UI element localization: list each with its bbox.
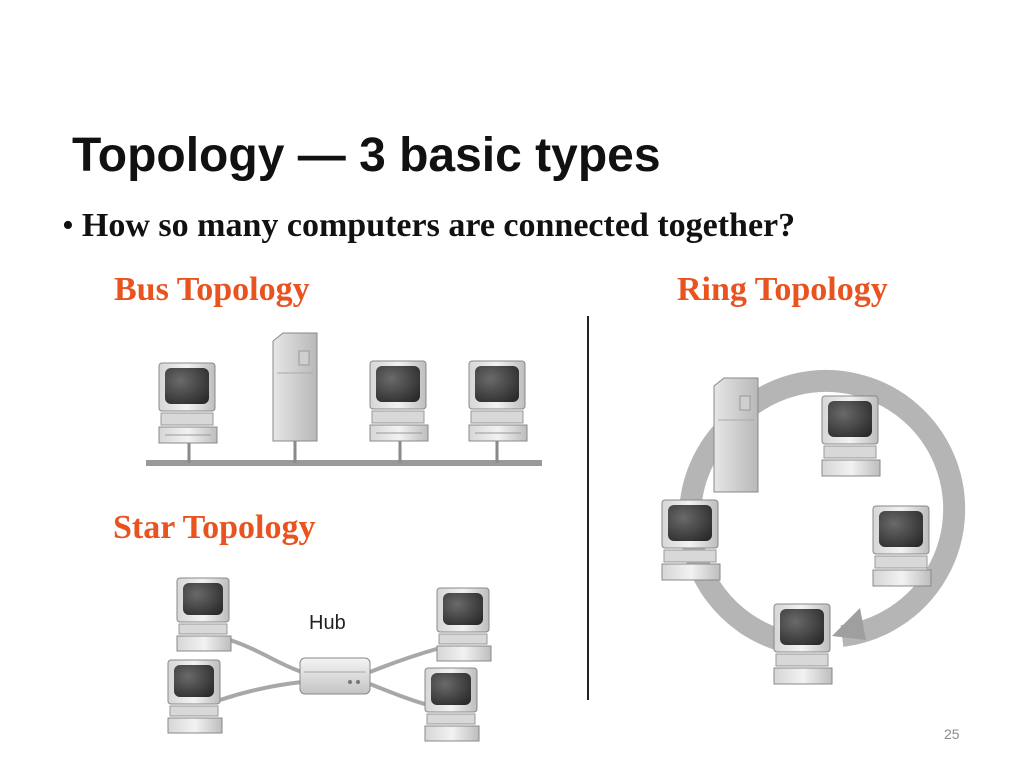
- bus-topology-diagram: [146, 332, 542, 466]
- server-tower-icon: [713, 377, 759, 493]
- slide-title: Topology — 3 basic types: [72, 129, 661, 182]
- star-link-cable: [219, 680, 303, 702]
- computer-icon: [661, 499, 721, 581]
- ring-direction-arrow-icon: [832, 608, 866, 640]
- computer-icon: [436, 587, 492, 662]
- server-tower-icon: [272, 332, 318, 442]
- hub-device-icon: [299, 657, 371, 695]
- ring-topology-heading: Ring Topology: [677, 271, 888, 308]
- computer-icon: [167, 659, 223, 734]
- star-link-cable: [369, 646, 441, 674]
- star-link-cable: [369, 682, 429, 707]
- bus-topology-heading: Bus Topology: [114, 271, 310, 308]
- computer-icon: [158, 362, 218, 444]
- computer-icon: [369, 360, 429, 442]
- computer-icon: [424, 667, 480, 742]
- hub-label: Hub: [309, 612, 346, 634]
- star-link-cable: [229, 638, 303, 674]
- page-number: 25: [944, 726, 960, 742]
- ring-topology-diagram: [661, 370, 966, 685]
- ring-cable: [738, 370, 966, 647]
- vertical-divider: [587, 316, 589, 700]
- star-topology-diagram: [167, 577, 492, 742]
- bullet-item: •How so many computers are connected tog…: [62, 207, 795, 245]
- computer-icon: [821, 395, 881, 477]
- computer-icon: [468, 360, 528, 442]
- bullet-dot: •: [62, 207, 74, 244]
- bullet-text: How so many computers are connected toge…: [81, 207, 796, 244]
- computer-icon: [773, 603, 833, 685]
- computer-icon: [176, 577, 232, 652]
- computer-icon: [872, 505, 932, 587]
- star-topology-heading: Star Topology: [113, 509, 316, 546]
